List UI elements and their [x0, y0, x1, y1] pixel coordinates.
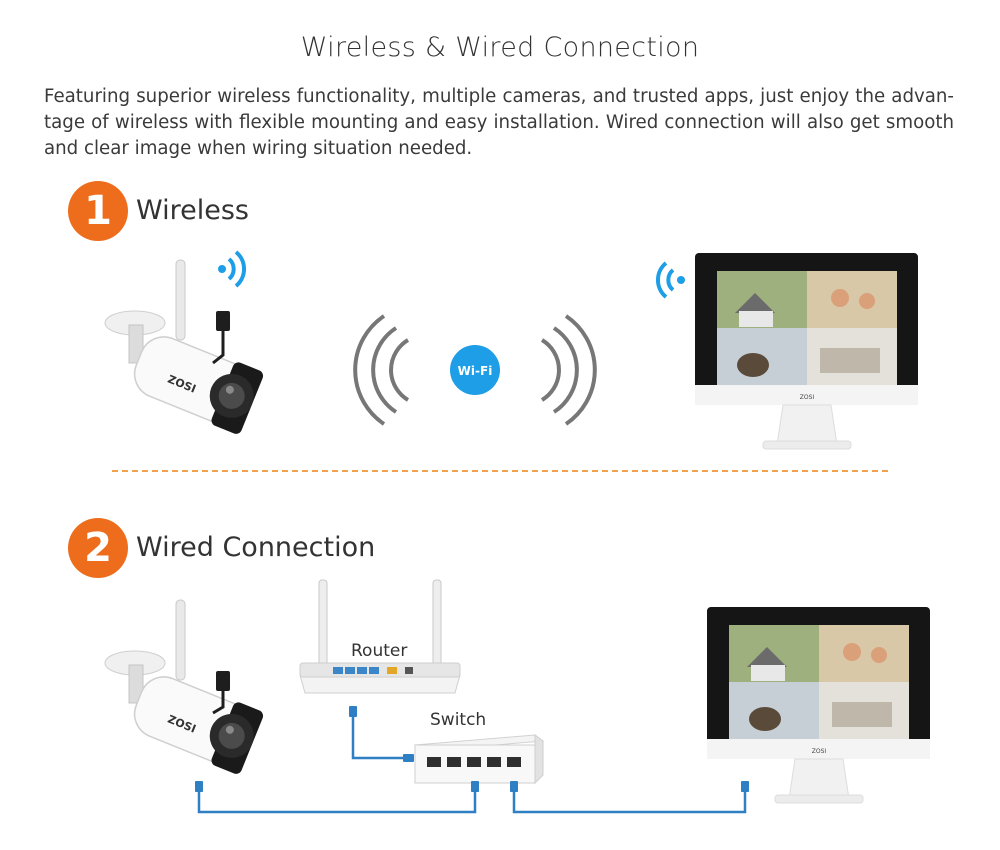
router [299, 579, 461, 694]
step-1-badge: 1 [68, 181, 128, 241]
router-label: Router [351, 641, 408, 661]
wired-camera: ZOSI [104, 599, 264, 774]
monitor-brand-1: ZOSI [800, 394, 815, 401]
cable-router-switch [351, 715, 405, 760]
switch-label: Switch [430, 710, 487, 730]
step-1-label: Wireless [136, 195, 249, 226]
cable-camera-switch [197, 790, 477, 814]
step-2-badge: 2 [68, 518, 128, 578]
wifi-waves: Wi-Fi [353, 314, 597, 426]
section-divider [112, 470, 888, 472]
network-switch [413, 734, 545, 785]
wifi-badge-text: Wi-Fi [458, 364, 493, 378]
intro-paragraph: Featuring superior wireless functionalit… [44, 86, 954, 159]
monitor-brand-2: ZOSI [812, 748, 827, 755]
monitor-wired: ZOSI [707, 607, 930, 804]
page-title: Wireless & Wired Connection [300, 32, 700, 63]
wifi-signal-icon [218, 250, 247, 288]
wifi-signal-icon-monitor [655, 261, 685, 299]
step-2-label: Wired Connection [136, 532, 376, 563]
monitor-wireless: ZOSI [695, 253, 918, 450]
wireless-camera: ZOSI [104, 259, 264, 434]
